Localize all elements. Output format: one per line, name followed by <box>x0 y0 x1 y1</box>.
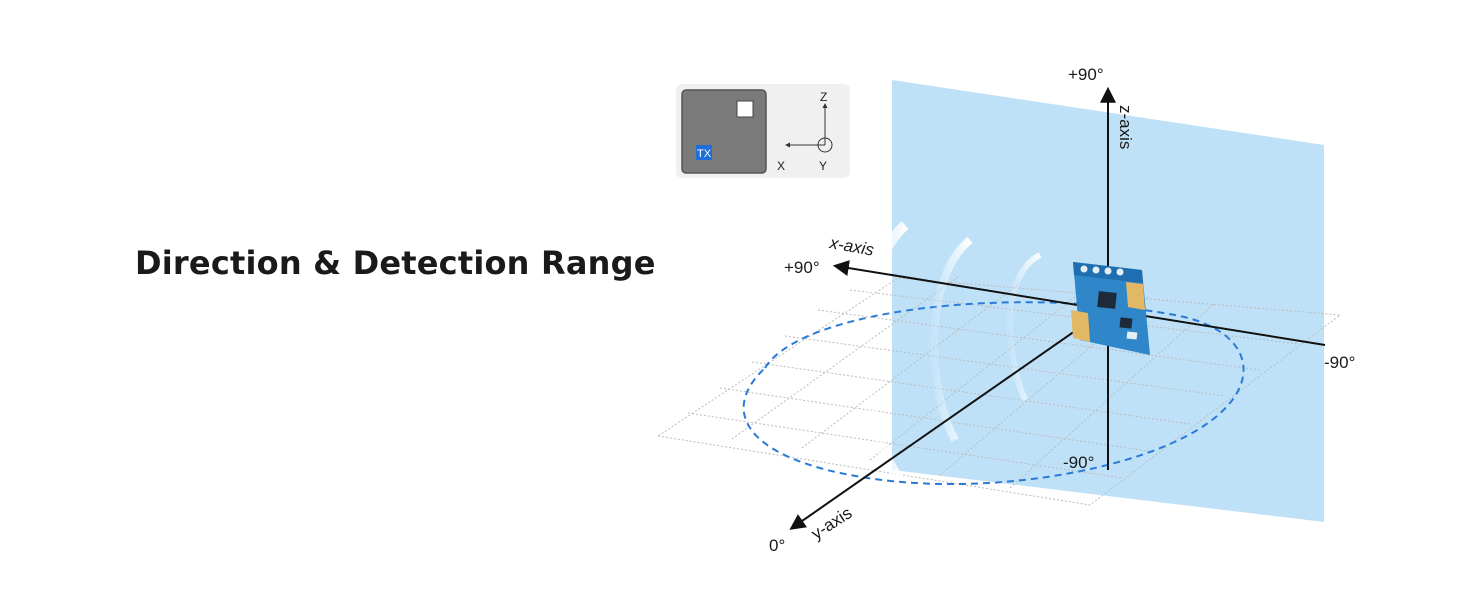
tx-marker <box>696 145 712 160</box>
z-bottom-label: -90° <box>1063 453 1094 472</box>
legend-z-label: Z <box>820 90 827 104</box>
orientation-legend: TX Z X Y <box>676 84 850 178</box>
y-axis-name: y-axis <box>808 503 856 543</box>
y-axis-line <box>789 307 1109 530</box>
legend-y-label: Y <box>819 159 827 173</box>
z-axis-name: z-axis <box>1116 105 1135 149</box>
legend-x-label: X <box>777 159 785 173</box>
radar-module <box>1071 262 1150 355</box>
y-axis-out-icon <box>817 137 833 153</box>
radar-waves <box>860 221 1042 483</box>
detection-range-outline <box>742 301 1245 486</box>
rx-square <box>736 100 754 118</box>
floor-grid <box>656 276 1342 506</box>
tx-label: TX <box>697 148 712 160</box>
antenna-rx <box>1126 282 1145 310</box>
x-left-label: +90° <box>784 258 820 277</box>
x-axis-name: x-axis <box>827 233 875 260</box>
page-title: Direction & Detection Range <box>135 244 656 282</box>
antenna-tx <box>1071 310 1090 342</box>
y-front-label: 0° <box>769 536 785 555</box>
z-top-label: +90° <box>1068 65 1104 84</box>
x-right-label: -90° <box>1324 353 1355 372</box>
